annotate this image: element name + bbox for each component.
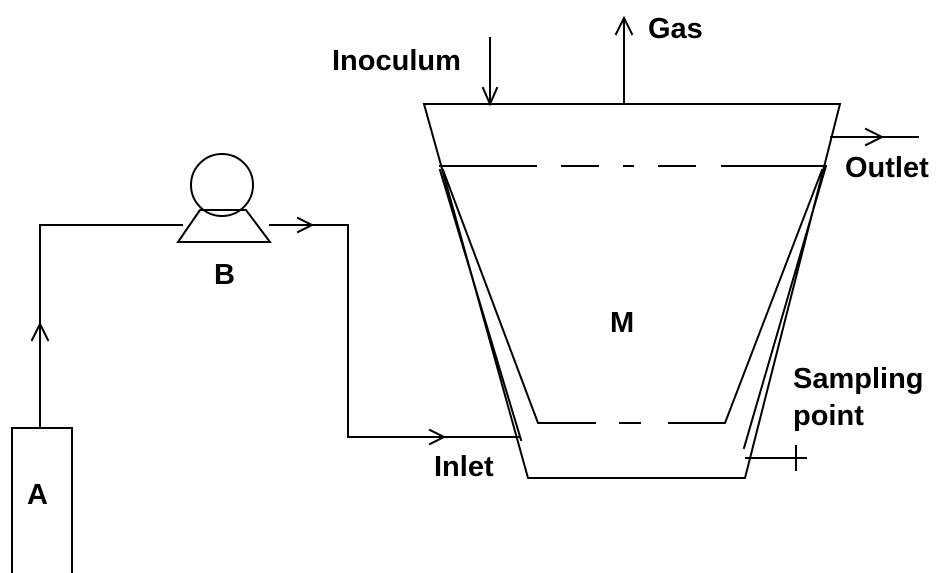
outlet-arrow (830, 127, 919, 147)
inner-wall-left (438, 168, 523, 442)
tank-label: A (27, 479, 48, 511)
gas-label: Gas (648, 13, 703, 45)
sampling-label-line1: Sampling (793, 363, 924, 395)
pump-out-arrow (296, 216, 315, 234)
reactor-vessel (422, 103, 842, 479)
tank-a (11, 427, 73, 573)
gas-arrow (614, 15, 634, 105)
inlet-arrow (428, 428, 447, 446)
outlet-label: Outlet (845, 152, 929, 184)
inner-wall-right (742, 164, 828, 450)
inner-baffle (441, 168, 824, 424)
pump-b (176, 153, 272, 243)
inoculum-label: Inoculum (332, 45, 461, 77)
pump-to-inlet-line (269, 224, 521, 438)
feed-up-arrow (30, 321, 50, 342)
inoculum-arrow (481, 37, 499, 107)
sampling-label-line2: point (793, 400, 864, 432)
feed-line (39, 224, 183, 429)
sampling-point (745, 445, 807, 471)
pump-label: B (214, 259, 235, 291)
inlet-label: Inlet (434, 451, 494, 483)
reactor-label: M (610, 307, 635, 339)
